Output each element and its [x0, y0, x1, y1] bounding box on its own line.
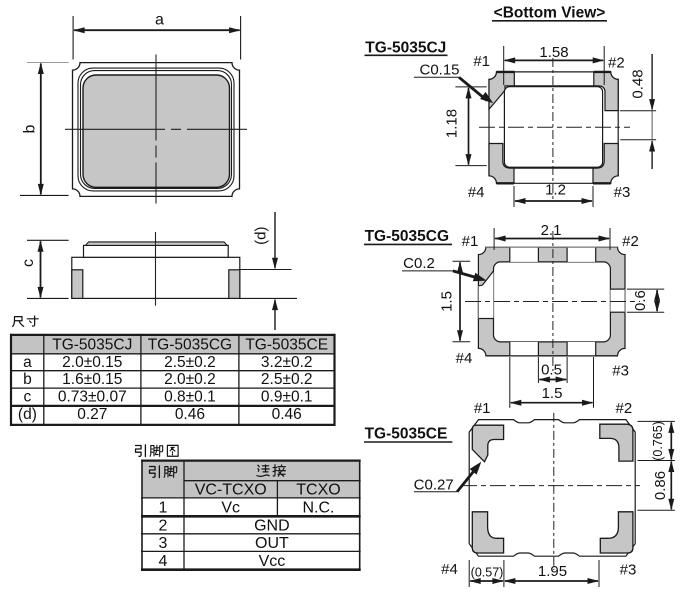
svg-text:C0.27: C0.27 [414, 477, 454, 494]
svg-text:#1: #1 [474, 400, 491, 417]
svg-text:#2: #2 [608, 54, 625, 71]
svg-text:C0.15: C0.15 [419, 61, 459, 78]
svg-text:Vcc: Vcc [259, 553, 286, 570]
svg-text:#3: #3 [612, 363, 629, 380]
svg-text:(0.765): (0.765) [651, 421, 665, 461]
svg-text:C0.2: C0.2 [403, 255, 435, 272]
svg-text:b: b [23, 371, 32, 388]
svg-text:1: 1 [159, 499, 168, 516]
svg-text:(d): (d) [252, 227, 269, 245]
svg-text:TG-5035CE: TG-5035CE [245, 337, 328, 354]
svg-text:#3: #3 [614, 184, 631, 201]
svg-text:2.5±0.2: 2.5±0.2 [261, 371, 313, 388]
svg-text:4: 4 [159, 553, 168, 570]
svg-text:3.2±0.2: 3.2±0.2 [261, 354, 313, 371]
svg-text:0.27: 0.27 [77, 406, 107, 423]
svg-text:c: c [20, 259, 37, 267]
svg-text:2: 2 [159, 518, 168, 535]
svg-text:<Bottom View>: <Bottom View> [494, 5, 606, 22]
svg-text:1.2: 1.2 [545, 182, 566, 199]
svg-text:TG-5035CG: TG-5035CG [148, 337, 232, 354]
svg-text:1.5: 1.5 [438, 291, 455, 312]
svg-text:0.8±0.1: 0.8±0.1 [164, 388, 216, 405]
svg-text:(0.57): (0.57) [471, 566, 504, 580]
svg-text:GND: GND [254, 518, 290, 535]
svg-text:#3: #3 [620, 562, 637, 579]
svg-text:0.6: 0.6 [632, 290, 649, 311]
svg-text:1.18: 1.18 [443, 109, 460, 138]
svg-text:b: b [22, 124, 39, 133]
svg-text:2.5±0.2: 2.5±0.2 [164, 354, 216, 371]
svg-text:2.1: 2.1 [541, 222, 562, 239]
svg-text:#1: #1 [462, 233, 479, 250]
svg-text:1.95: 1.95 [538, 563, 567, 580]
svg-text:1.5: 1.5 [542, 385, 563, 402]
svg-text:#4: #4 [441, 561, 458, 578]
svg-text:3: 3 [159, 535, 168, 552]
svg-text:VC-TCXO: VC-TCXO [195, 481, 267, 498]
svg-text:TG-5035CG: TG-5035CG [365, 228, 449, 245]
svg-text:#2: #2 [616, 400, 633, 417]
svg-text:TG-5035CJ: TG-5035CJ [52, 337, 132, 354]
svg-text:a: a [23, 354, 32, 371]
svg-text:2.0±0.2: 2.0±0.2 [164, 371, 216, 388]
svg-text:2.0±0.15: 2.0±0.15 [62, 354, 122, 371]
svg-text:c: c [24, 388, 32, 405]
svg-text:0.46: 0.46 [175, 406, 205, 423]
svg-text:#4: #4 [468, 184, 485, 201]
svg-text:0.5: 0.5 [541, 362, 562, 379]
svg-text:OUT: OUT [255, 535, 289, 552]
svg-text:TCXO: TCXO [296, 481, 340, 498]
svg-text:0.48: 0.48 [629, 69, 646, 98]
svg-text:0.86: 0.86 [652, 471, 669, 500]
svg-text:N.C.: N.C. [303, 499, 335, 516]
svg-text:0.9±0.1: 0.9±0.1 [261, 388, 313, 405]
svg-text:#1: #1 [473, 53, 490, 70]
svg-text:1.58: 1.58 [539, 44, 568, 61]
svg-text:1.6±0.15: 1.6±0.15 [62, 371, 122, 388]
svg-text:0.73±0.07: 0.73±0.07 [58, 388, 127, 405]
svg-text:Vc: Vc [221, 499, 240, 516]
svg-text:TG-5035CE: TG-5035CE [365, 426, 448, 443]
svg-text:a: a [155, 12, 164, 29]
svg-text:0.46: 0.46 [272, 406, 302, 423]
svg-text:#2: #2 [622, 233, 639, 250]
svg-text:(d): (d) [18, 406, 37, 423]
svg-text:TG-5035CJ: TG-5035CJ [365, 39, 446, 56]
svg-text:#4: #4 [456, 350, 473, 367]
